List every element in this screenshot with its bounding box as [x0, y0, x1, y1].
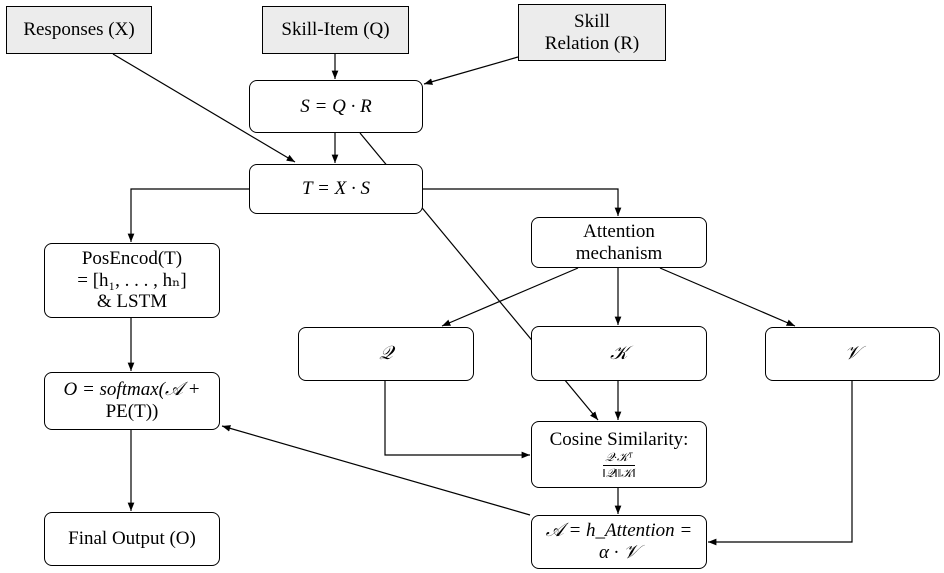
- softmax-label-1: O = softmax(𝒜 +: [63, 379, 201, 401]
- skill-relation-label-2: Relation (R): [544, 32, 640, 54]
- attention-node: Attention mechanism: [531, 217, 707, 268]
- softmax-output-node: O = softmax(𝒜 + PE(T)): [44, 372, 220, 430]
- cosine-numerator: 𝒬·𝒦ᵀ: [603, 450, 635, 466]
- responses-node: Responses (X): [6, 6, 152, 54]
- s-equation-node: S = Q · R: [249, 80, 423, 133]
- cosine-title: Cosine Similarity:: [549, 429, 689, 451]
- edge-t-to-attention: [422, 188, 622, 216]
- t-equation-node: T = X · S: [249, 164, 423, 214]
- final-output-node: Final Output (O): [44, 512, 220, 566]
- query-symbol: 𝒬: [379, 343, 393, 365]
- edge-hatt-to-output: [221, 425, 531, 516]
- edge-v-to-hatt: [708, 381, 853, 546]
- edge-q-to-cosine: [384, 381, 530, 459]
- skill-relation-label-1: Skill: [574, 10, 610, 32]
- softmax-label-2: PE(T)): [105, 401, 159, 422]
- posencod-label-3: & LSTM: [96, 291, 168, 313]
- cosine-fraction: 𝒬·𝒦ᵀ ‖𝒬‖‖𝒦‖: [602, 451, 635, 479]
- edge-relation-to-s: [423, 56, 519, 85]
- skill-item-label: Skill-Item (Q): [281, 19, 390, 41]
- key-node: 𝒦: [531, 326, 707, 381]
- value-node: 𝒱: [765, 327, 940, 381]
- posencod-label-1: PosEncod(T): [81, 247, 183, 269]
- skill-relation-node: Skill Relation (R): [518, 4, 666, 61]
- s-equation: S = Q · R: [300, 95, 372, 117]
- cosine-denominator: ‖𝒬‖‖𝒦‖: [602, 465, 636, 480]
- cosine-similarity-node: Cosine Similarity: 𝒬·𝒦ᵀ ‖𝒬‖‖𝒦‖: [531, 421, 707, 488]
- attention-output-node: 𝒜 = h_Attention = α · 𝒱: [531, 515, 707, 569]
- attention-label-1: Attention: [583, 220, 655, 242]
- t-equation: T = X · S: [302, 178, 370, 200]
- query-node: 𝒬: [298, 327, 474, 381]
- responses-label: Responses (X): [23, 19, 135, 41]
- skill-item-node: Skill-Item (Q): [262, 6, 409, 54]
- hatt-label-2: α · 𝒱: [598, 542, 640, 563]
- posencod-node: PosEncod(T) = [h₁, . . . , hₙ] & LSTM: [44, 243, 220, 318]
- posencod-label-2: = [h₁, . . . , hₙ]: [77, 269, 187, 291]
- edge-attention-to-q: [441, 267, 579, 327]
- final-output-label: Final Output (O): [68, 528, 196, 550]
- hatt-label-1: 𝒜 = h_Attention =: [545, 520, 693, 542]
- edge-attention-to-v: [659, 267, 796, 327]
- value-symbol: 𝒱: [844, 343, 861, 365]
- attention-label-2: mechanism: [575, 242, 663, 264]
- edge-t-to-posencod: [127, 188, 249, 242]
- key-symbol: 𝒦: [610, 342, 628, 364]
- edge-responses-to-t: [112, 53, 296, 163]
